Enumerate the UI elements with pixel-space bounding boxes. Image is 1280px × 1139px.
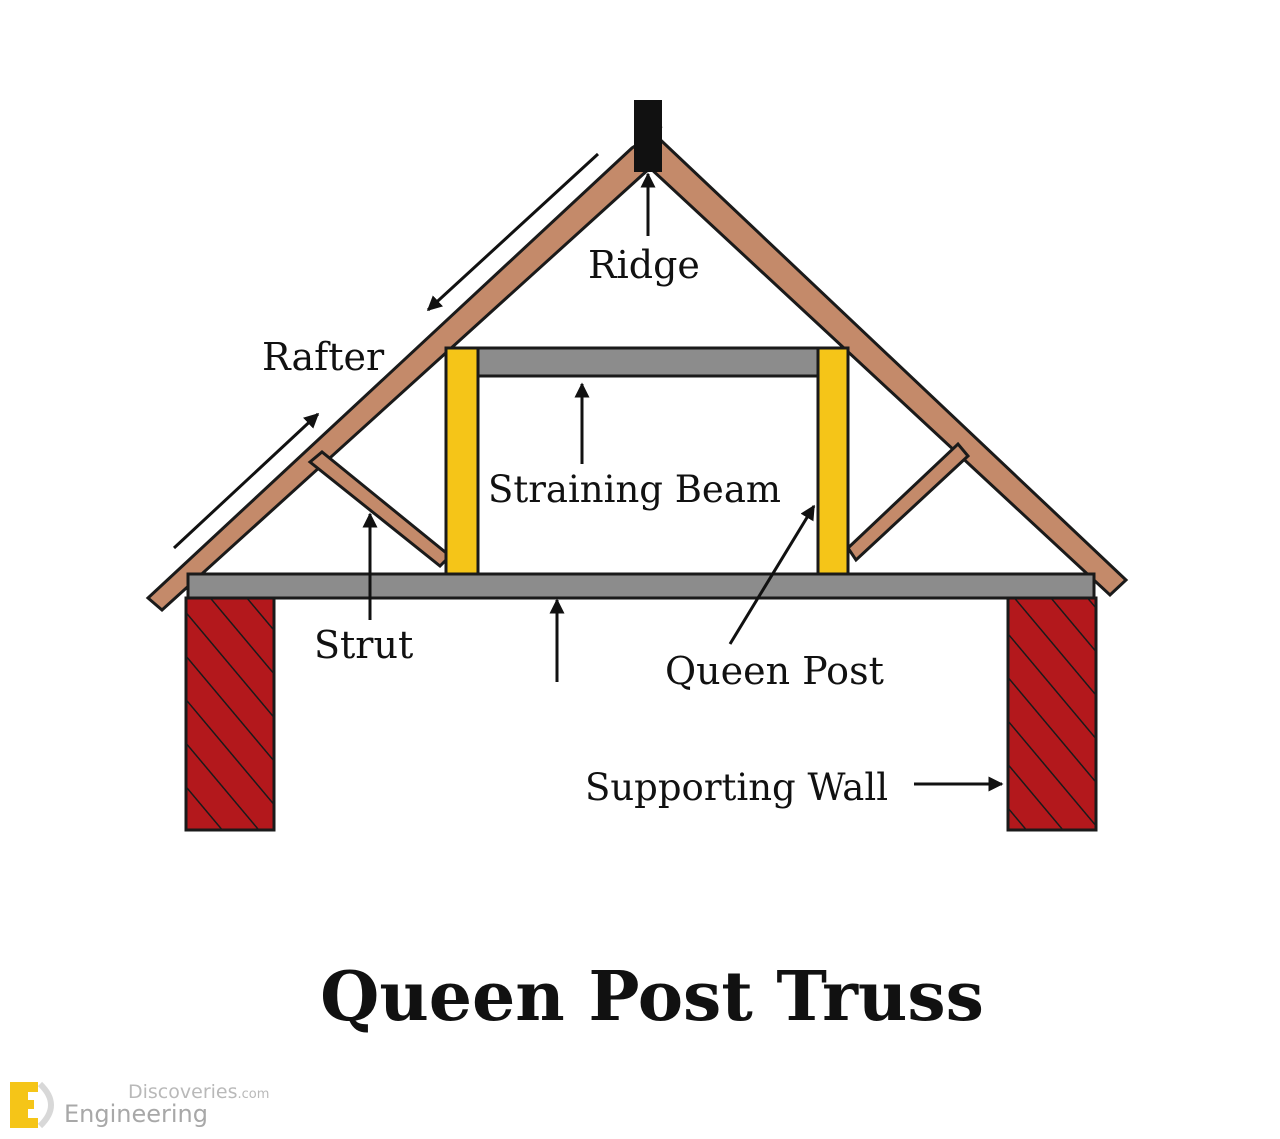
label-queen-post: Queen Post bbox=[665, 649, 884, 693]
supporting-wall-right bbox=[1006, 596, 1098, 832]
queen-post-left bbox=[444, 346, 480, 576]
watermark: Discoveries.com Engineering bbox=[10, 1081, 269, 1129]
watermark-discoveries: Discoveries.com bbox=[128, 1081, 269, 1103]
diagram-title: Queen Post Truss bbox=[320, 957, 984, 1037]
label-strut: Strut bbox=[314, 623, 413, 667]
watermark-engineering: Engineering bbox=[64, 1100, 208, 1128]
straining-beam bbox=[474, 346, 824, 378]
logo-icon bbox=[10, 1081, 54, 1129]
strut-left bbox=[307, 450, 453, 569]
strut-right bbox=[846, 441, 971, 563]
label-straining-beam: Straining Beam bbox=[488, 468, 781, 511]
label-rafter: Rafter bbox=[262, 335, 385, 379]
ridge-block bbox=[634, 100, 662, 172]
tie-beam bbox=[186, 572, 1096, 600]
rafter-span-line-upper bbox=[426, 152, 600, 312]
rafter-span-line-lower bbox=[172, 412, 320, 550]
supporting-wall-left bbox=[184, 596, 276, 832]
queen-post-arrow bbox=[728, 504, 816, 645]
label-supporting-wall: Supporting Wall bbox=[585, 766, 888, 809]
queen-post-right bbox=[816, 346, 850, 576]
label-ridge: Ridge bbox=[588, 243, 700, 287]
